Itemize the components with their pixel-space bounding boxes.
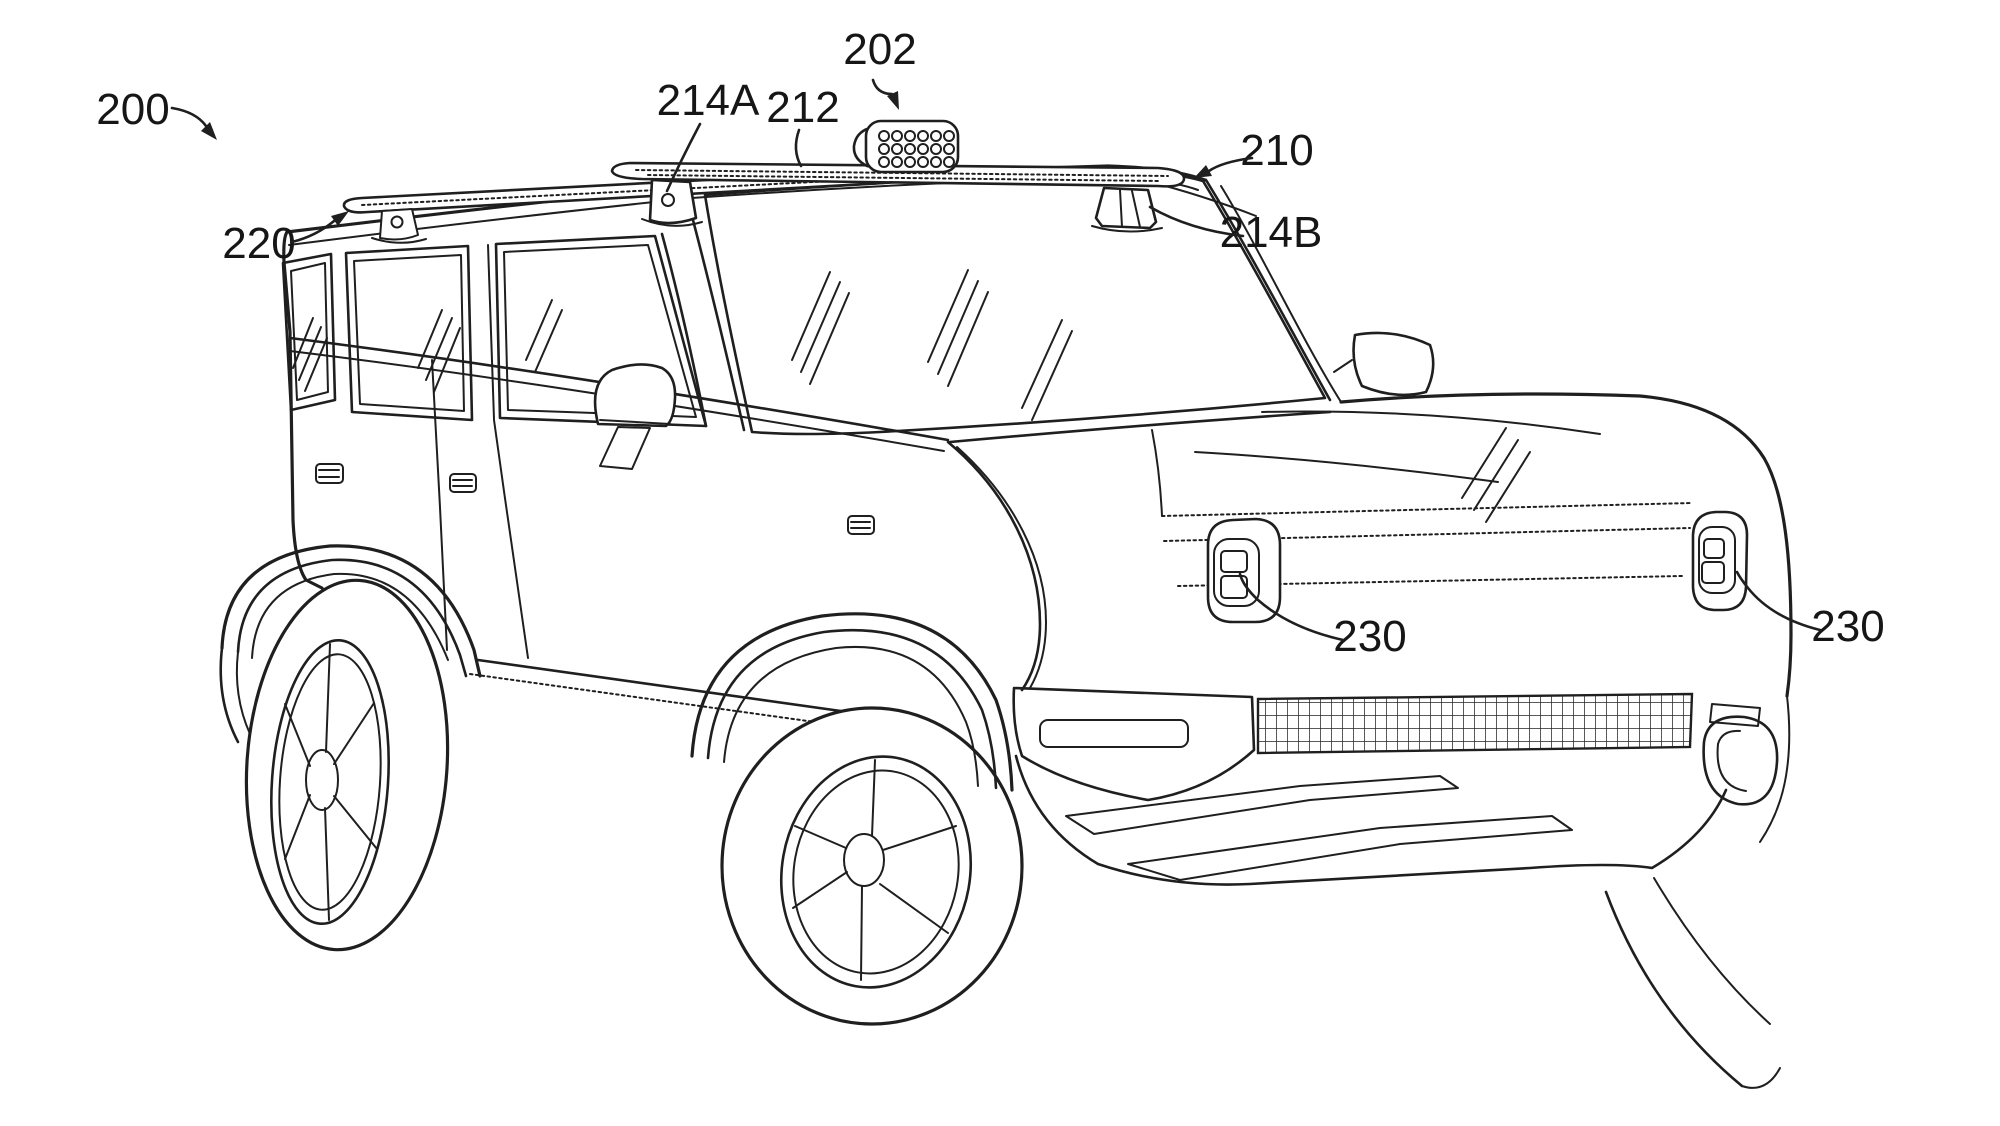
far-side-mirror bbox=[1333, 331, 1435, 397]
door-handle bbox=[449, 473, 477, 493]
front-crossbar bbox=[610, 161, 1186, 233]
left-headlamp bbox=[1206, 517, 1282, 624]
ref-label-212: 212 bbox=[766, 83, 839, 132]
door-handle bbox=[315, 463, 344, 484]
ref-label-202: 202 bbox=[843, 25, 916, 74]
door-handle bbox=[847, 515, 875, 535]
ref-label-214B: 214B bbox=[1220, 208, 1323, 257]
marker-lamp-right bbox=[1709, 703, 1761, 727]
crossbar-mount-214B bbox=[1091, 186, 1163, 233]
crossbar-mount-214A bbox=[641, 178, 703, 227]
front-wheel bbox=[720, 706, 1024, 1026]
arrowhead bbox=[201, 122, 217, 140]
ref-label-200: 200 bbox=[96, 85, 169, 134]
right-headlamp bbox=[1691, 510, 1749, 612]
grille-crosshatch bbox=[1256, 692, 1694, 755]
reference-labels: 200 202 214A 212 210 220 214B bbox=[96, 25, 1884, 661]
arrowhead bbox=[1194, 165, 1212, 178]
rear-crossbar-mount bbox=[379, 208, 419, 241]
ref-214B: 214B bbox=[1148, 205, 1323, 257]
ref-200: 200 bbox=[96, 85, 217, 140]
ref-label-214A: 214A bbox=[657, 76, 760, 125]
tow-hook-recess bbox=[1702, 715, 1779, 806]
front-fascia bbox=[1012, 510, 1781, 1089]
marker-lamp-left bbox=[1039, 719, 1189, 748]
ref-label-220: 220 bbox=[222, 219, 295, 268]
wheels bbox=[244, 578, 1024, 1026]
sensor-pod bbox=[852, 119, 960, 174]
ref-230-right: 230 bbox=[1735, 570, 1885, 651]
side-mirror bbox=[593, 363, 677, 470]
ref-212: 212 bbox=[766, 83, 840, 168]
skid-plate-lower bbox=[1127, 815, 1573, 881]
ref-214A: 214A bbox=[657, 76, 760, 193]
ref-label-230: 230 bbox=[1333, 612, 1406, 661]
arrowhead bbox=[887, 91, 899, 110]
greenhouse bbox=[281, 170, 1531, 523]
wheel-arches bbox=[219, 544, 1014, 792]
right-front-tire bbox=[1604, 877, 1781, 1089]
rear-wheel bbox=[244, 578, 450, 952]
ref-220: 220 bbox=[222, 211, 349, 268]
ref-202: 202 bbox=[843, 25, 917, 110]
arrowhead bbox=[331, 211, 349, 226]
ref-label-230: 230 bbox=[1811, 602, 1884, 651]
sensor-pod-apertures bbox=[878, 130, 955, 168]
bumper-left-panel bbox=[1012, 686, 1256, 802]
skid-plate-upper bbox=[1065, 775, 1459, 835]
ref-210: 210 bbox=[1194, 126, 1314, 178]
glass-reflection-hatching bbox=[292, 269, 1531, 523]
ref-230-left: 230 bbox=[1238, 572, 1407, 661]
ref-label-210: 210 bbox=[1240, 126, 1313, 175]
roof-rack bbox=[342, 119, 1186, 244]
